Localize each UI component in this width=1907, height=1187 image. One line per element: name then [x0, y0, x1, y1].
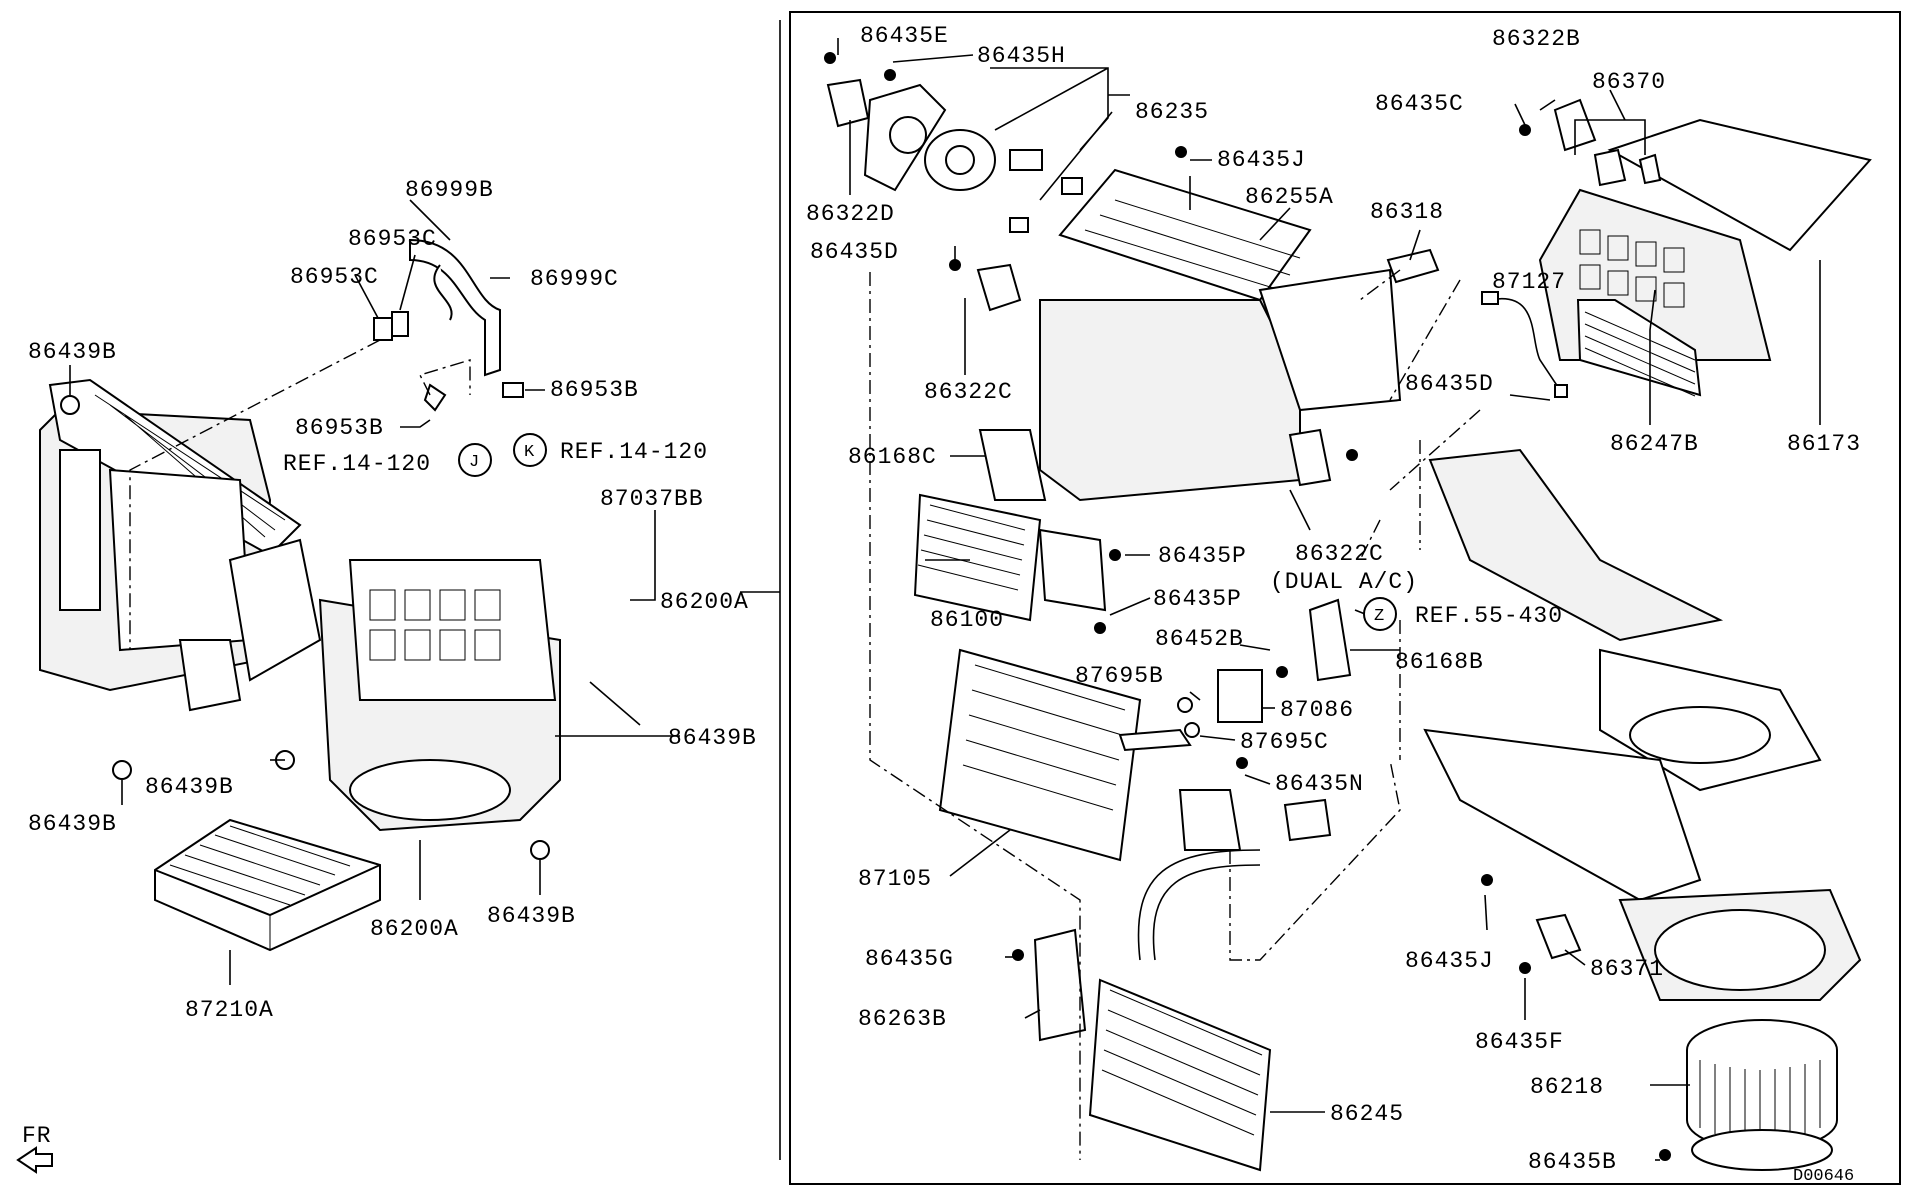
label-86452B: 86452B	[1155, 626, 1244, 652]
label-86322B: 86322B	[1492, 26, 1581, 52]
label-86318: 86318	[1370, 199, 1444, 225]
label-ref-55-430: REF.55-430	[1415, 603, 1563, 629]
label-87695B: 87695B	[1075, 663, 1164, 689]
diagram-code: D00646	[1793, 1167, 1854, 1186]
label-86435N: 86435N	[1275, 771, 1364, 797]
label-86953B-a: 86953B	[550, 377, 639, 403]
label-86439B-b: 86439B	[668, 725, 757, 751]
label-87127: 87127	[1492, 269, 1566, 295]
hvac-assembly-overview	[39, 238, 645, 952]
label-ref-14-120-j: REF.14-120	[283, 451, 431, 477]
callout-z	[1363, 597, 1397, 631]
label-87037BB: 87037BB	[600, 486, 704, 512]
label-ref-14-120-k: REF.14-120	[560, 439, 708, 465]
callout-j	[458, 443, 492, 477]
label-86953B-b: 86953B	[295, 415, 384, 441]
label-86439B-e: 86439B	[487, 903, 576, 929]
label-86435P-a: 86435P	[1158, 543, 1247, 569]
label-86953C-b: 86953C	[290, 264, 379, 290]
label-86435H: 86435H	[977, 43, 1066, 69]
label-86435E: 86435E	[860, 23, 949, 49]
label-86168C: 86168C	[848, 444, 937, 470]
label-86370: 86370	[1592, 69, 1666, 95]
right-leader-lines	[837, 38, 1821, 1161]
callout-k-text: K	[524, 443, 535, 462]
label-86322C-a: 86322C	[924, 379, 1013, 405]
label-86435C: 86435C	[1375, 91, 1464, 117]
label-86435F: 86435F	[1475, 1029, 1564, 1055]
label-86439B-d: 86439B	[28, 811, 117, 837]
label-86255A: 86255A	[1245, 184, 1334, 210]
label-86439B-c: 86439B	[145, 774, 234, 800]
label-86173: 86173	[1787, 431, 1861, 457]
exploded-parts	[824, 52, 1872, 1172]
label-86435J-bottom: 86435J	[1405, 948, 1494, 974]
label-86999C: 86999C	[530, 266, 619, 292]
label-86168B: 86168B	[1395, 649, 1484, 675]
label-87210A: 87210A	[185, 997, 274, 1023]
label-87695C: 87695C	[1240, 729, 1329, 755]
label-86200A-bottom: 86200A	[370, 916, 459, 942]
label-86371: 86371	[1590, 956, 1664, 982]
label-87086: 87086	[1280, 697, 1354, 723]
label-86435J-top: 86435J	[1217, 147, 1306, 173]
label-86218: 86218	[1530, 1074, 1604, 1100]
label-86322C-b: 86322C	[1295, 541, 1384, 567]
label-86247B: 86247B	[1610, 431, 1699, 457]
label-86953C-a: 86953C	[348, 226, 437, 252]
label-86322D: 86322D	[806, 201, 895, 227]
label-86435D-left: 86435D	[810, 239, 899, 265]
label-87105: 87105	[858, 866, 932, 892]
callout-j-text: J	[469, 453, 479, 472]
label-fr: FR	[22, 1123, 52, 1149]
label-86435B: 86435B	[1528, 1149, 1617, 1175]
label-86999B: 86999B	[405, 177, 494, 203]
label-86435G: 86435G	[865, 946, 954, 972]
label-86435D-right: 86435D	[1405, 371, 1494, 397]
callout-k	[513, 433, 547, 467]
label-86439B-a: 86439B	[28, 339, 117, 365]
label-86263B: 86263B	[858, 1006, 947, 1032]
label-86235: 86235	[1135, 99, 1209, 125]
label-86100: 86100	[930, 607, 1004, 633]
callout-z-text: Z	[1374, 607, 1384, 626]
label-86200A-right: 86200A	[660, 589, 749, 615]
label-dual-ac: (DUAL A/C)	[1270, 569, 1418, 595]
left-leader-lines	[69, 20, 781, 1160]
label-86435P-b: 86435P	[1153, 586, 1242, 612]
exploded-view-frame	[789, 11, 1901, 1185]
label-86245: 86245	[1330, 1101, 1404, 1127]
front-arrow-icon	[16, 1146, 53, 1174]
